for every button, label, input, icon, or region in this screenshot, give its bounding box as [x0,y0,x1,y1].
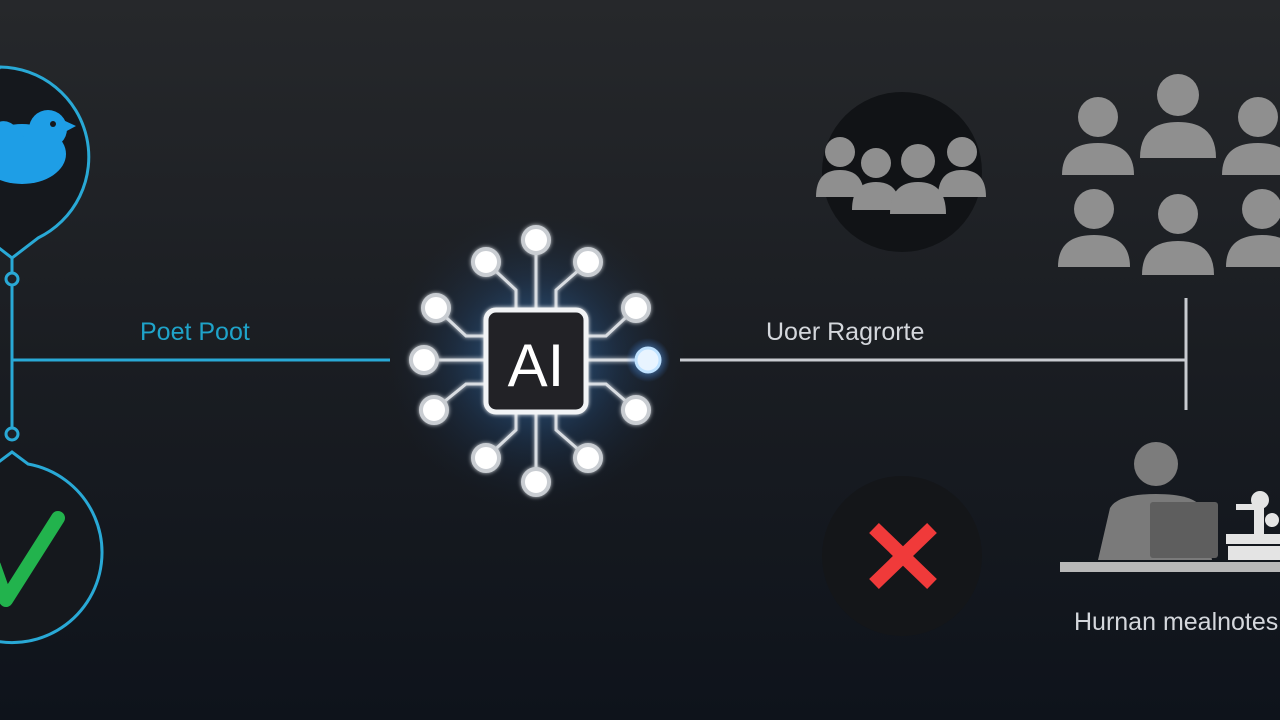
moderator-head [1134,442,1178,486]
human-moderators-label: Hurnan mealnotes [1074,608,1279,636]
check-icon [0,511,65,607]
ai-chip-label: AI [508,332,565,399]
desk [1060,562,1280,572]
rejected-badge [822,476,982,636]
post-label: Poet Poot [140,318,250,346]
cross-icon [869,522,937,590]
connector-node-bottom [4,426,20,442]
monitor [1150,502,1218,558]
post-flow [0,65,390,645]
bird-icon [0,110,76,184]
connector-node-top [4,271,20,287]
post-badge [0,65,91,260]
approved-badge-outline [0,450,104,645]
user-reports-label: Uoer Ragrorte [766,318,925,346]
desk-items [1226,491,1280,560]
circuit-nodes [409,225,651,497]
people-grid-icon [1058,74,1280,275]
user-group-icon [816,92,986,252]
approved-badge [0,450,104,645]
ai-chip-icon: AI [386,210,686,510]
report-flow [680,298,1188,410]
ai-chip-body [483,307,589,415]
human-moderator-icon [1060,442,1280,572]
bird-eye [50,121,56,127]
glowing-output-node [634,346,662,374]
